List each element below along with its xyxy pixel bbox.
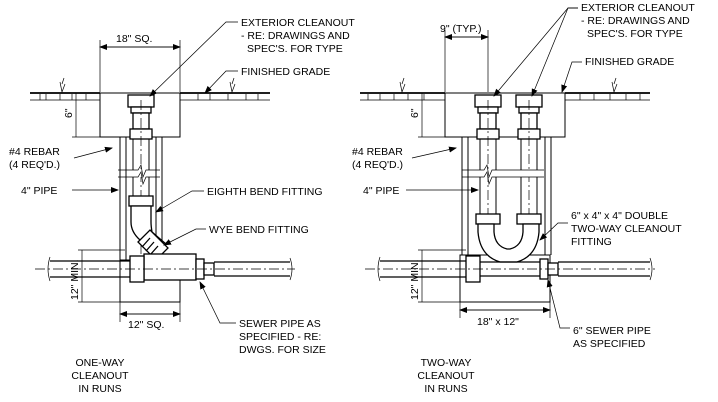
right-cleanout-label-1: EXTERIOR CLEANOUT: [581, 2, 695, 14]
left-finished-grade: [30, 77, 270, 101]
left-sewer-pipe: [35, 255, 295, 283]
right-sewer-label-1: 6" SEWER PIPE: [573, 325, 651, 337]
left-wye-bend-label: WYE BEND FITTING: [209, 224, 309, 236]
right-top-dim-label: 9" (TYP.): [440, 23, 481, 35]
right-cleanout-label-2: - RE: DRAWINGS AND: [581, 15, 690, 27]
right-finished-grade: [360, 77, 650, 101]
left-cleanout-label-2: - RE: DRAWINGS AND: [241, 30, 350, 42]
right-grade-label: FINISHED GRADE: [585, 56, 674, 68]
left-min-dim-label: 12" MIN.: [69, 260, 81, 301]
two-way-cleanout-detail: [360, 77, 655, 303]
left-pipe-label: 4" PIPE: [21, 185, 57, 197]
left-sewer-label-2: SPECIFIED - RE:: [239, 331, 321, 343]
left-rebar-label-1: #4 REBAR: [9, 146, 60, 158]
right-min-dim-label: 12" MIN.: [409, 260, 421, 301]
left-wye-bend-fitting: [137, 229, 197, 281]
left-bottom-dim-label: 12" SQ.: [128, 319, 164, 331]
left-sewer-label-3: DWGS. FOR SIZE: [239, 344, 326, 356]
left-leaders: [72, 21, 238, 324]
one-way-cleanout-detail: [30, 77, 295, 303]
right-caption-line-1: TWO-WAY: [421, 357, 472, 369]
left-rebar-label-2: (4 REQ'D.): [9, 159, 60, 171]
right-leaders: [406, 7, 582, 329]
left-grade-label: FINISHED GRADE: [241, 66, 330, 78]
left-cleanout-label-1: EXTERIOR CLEANOUT: [241, 17, 355, 29]
left-sewer-label-1: SEWER PIPE AS: [239, 318, 321, 330]
right-fitting-label-1: 6" x 4" x 4" DOUBLE: [571, 210, 668, 222]
right-concrete-collar: [444, 92, 566, 138]
right-rebar-label-2: (4 REQ'D.): [352, 159, 403, 171]
left-cleanout-label-3: SPEC'S. FOR TYPE: [247, 43, 343, 55]
right-pipe-label: 4" PIPE: [363, 185, 399, 197]
left-caption-line-3: IN RUNS: [78, 383, 121, 395]
left-dimensions: [72, 40, 181, 322]
right-sewer-label-2: AS SPECIFIED: [573, 338, 646, 350]
right-cleanout-label-3: SPEC'S. FOR TYPE: [587, 28, 683, 40]
right-fitting-label-2: TWO-WAY CLEANOUT: [571, 223, 682, 235]
right-fitting-label-3: FITTING: [571, 236, 612, 248]
right-cleanout-cap-left: [474, 94, 502, 140]
left-caption-line-1: ONE-WAY: [76, 357, 125, 369]
right-depth-dim-label: 6": [409, 108, 421, 118]
left-eighth-bend-label: EIGHTH BEND FITTING: [207, 186, 323, 198]
left-caption-line-2: CLEANOUT: [71, 370, 129, 382]
right-caption-line-3: IN RUNS: [424, 383, 467, 395]
right-rebar-label-1: #4 REBAR: [352, 146, 403, 158]
left-top-dim-label: 18" SQ.: [116, 33, 152, 45]
right-caption-line-2: CLEANOUT: [417, 370, 475, 382]
right-double-cleanout-fitting: [475, 213, 542, 263]
right-dimensions: [418, 30, 551, 318]
left-depth-dim-label: 6": [63, 108, 75, 118]
right-sewer-pipe: [365, 255, 655, 283]
right-bottom-dim-label: 18" x 12": [477, 316, 519, 328]
